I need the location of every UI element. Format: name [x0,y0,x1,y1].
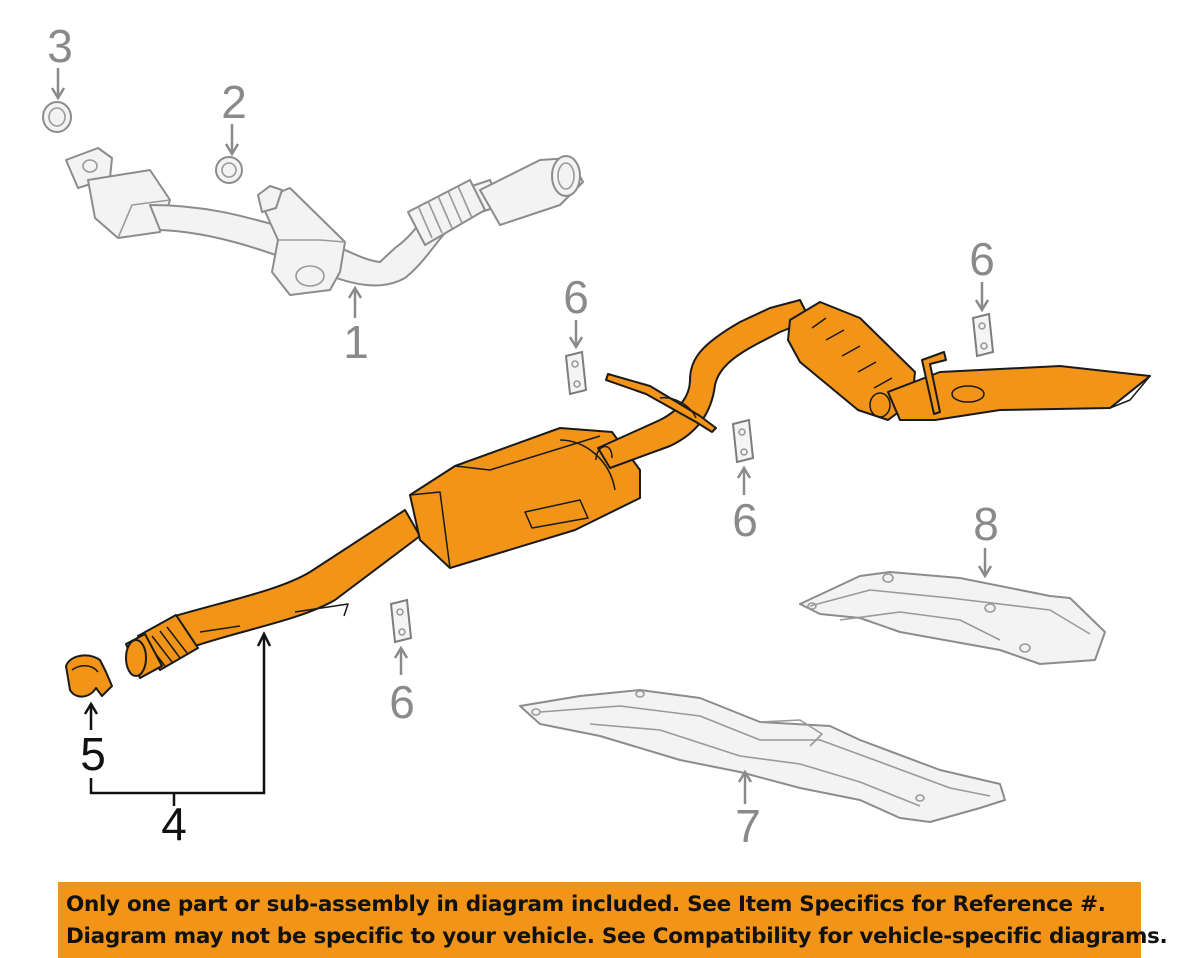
leader-4-arrow [256,631,272,647]
leader-6-middle-arrow [736,465,752,479]
part-7-heat-shield [519,689,1006,823]
leader-1-arrow [347,285,363,299]
callout-5: 5 [80,728,106,780]
callout-7: 7 [735,800,761,852]
leader-7-arrow [737,769,753,783]
disclaimer-line-2: Diagram may not be specific to your vehi… [66,924,1168,949]
leader-5-arrow [83,701,99,715]
part-8-heat-shield [799,571,1106,665]
leader-6-upper-left-arrow [568,336,584,350]
callout-6-middle: 6 [732,494,758,546]
callout-4: 4 [161,798,187,850]
part-4-exhaust-system [125,299,1151,679]
disclaimer-banner: Only one part or sub-assembly in diagram… [58,882,1168,958]
leader-2-arrow [224,143,240,157]
assembly-bracket-4 [89,636,266,795]
leader-6-upper-right-arrow [974,299,990,313]
callout-3: 3 [47,20,73,72]
part-6-hanger-upper-right [971,312,995,358]
callout-6-lower: 6 [389,676,415,728]
part-6-hanger-lower [389,598,413,644]
part-6-hanger-middle [731,418,755,464]
leader-8-arrow [977,565,993,579]
callout-2: 2 [221,76,247,128]
part-5-clamp [65,654,113,698]
leader-6-lower-arrow [393,645,409,659]
part-3-gasket [42,101,72,133]
part-1-front-pipe-converters [65,147,584,296]
leader-3-arrow [50,87,66,101]
part-2-gasket [215,156,243,184]
callout-6-upper-right: 6 [969,233,995,285]
callout-1: 1 [343,316,369,368]
part-6-hanger-upper-left [564,350,588,396]
disclaimer-line-1: Only one part or sub-assembly in diagram… [66,892,1106,917]
exhaust-parts-diagram: 3 2 1 6 [42,20,1151,852]
callout-6-upper-left: 6 [563,271,589,323]
callout-8: 8 [973,498,999,550]
